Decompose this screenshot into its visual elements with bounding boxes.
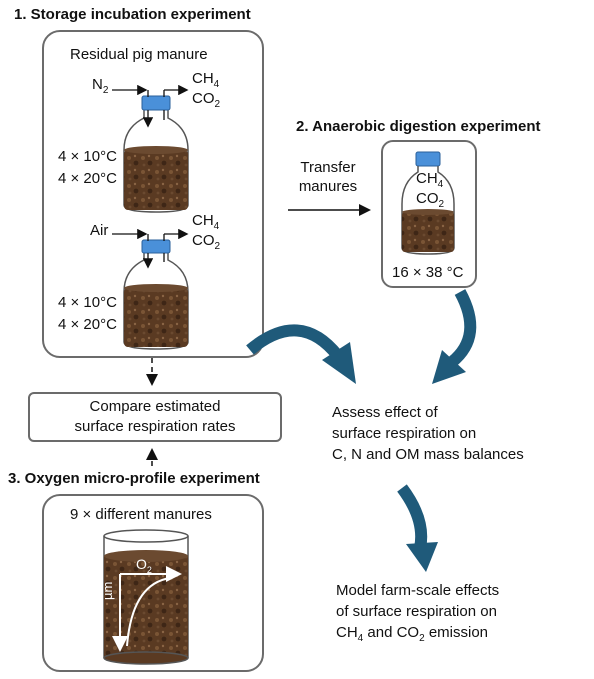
out-ch4-1: CH4 — [192, 70, 220, 90]
digestion-title: 2. Anaerobic digestion experiment — [296, 118, 541, 135]
storage-panel — [42, 30, 264, 358]
cond-20c-2: 4 × 20°C — [58, 316, 117, 333]
profile-panel — [42, 494, 264, 672]
digest-ch4: CH4 — [416, 170, 444, 190]
storage-title: 1. Storage incubation experiment — [14, 6, 251, 23]
bottle-cap-1 — [141, 95, 171, 111]
cond-20c-1: 4 × 20°C — [58, 170, 117, 187]
digestion-bottle — [401, 151, 455, 255]
curved-arrow-3 — [397, 484, 438, 572]
digestion-manure — [402, 212, 454, 252]
out-co2-1: CO2 — [192, 90, 221, 110]
gas-in-n2: N2 — [92, 76, 109, 96]
digest-co2: CO2 — [416, 190, 445, 210]
model-text: Model farm-scale effects of surface resp… — [336, 582, 500, 644]
manures-label: 9 × different manures — [70, 506, 212, 523]
o2-profile-curve — [126, 577, 171, 647]
profile-beaker — [103, 529, 189, 665]
cond-10c-2: 4 × 10°C — [58, 294, 117, 311]
o2-label: O2 — [136, 556, 152, 575]
bottle-2 — [112, 228, 189, 350]
digestion-panel — [381, 140, 477, 288]
curved-arrow-2 — [432, 289, 477, 384]
cond-10c-1: 4 × 10°C — [58, 148, 117, 165]
manure-fill-1 — [124, 150, 188, 210]
digest-condition: 16 × 38 °C — [392, 264, 464, 281]
bottle-1 — [112, 84, 189, 213]
gas-in-air: Air — [90, 222, 109, 239]
manure-fill-2 — [124, 288, 188, 347]
out-ch4-2: CH4 — [192, 212, 220, 232]
bottle-cap-2 — [141, 239, 171, 254]
depth-unit-label: µm — [100, 581, 115, 600]
out-co2-2: CO2 — [192, 232, 221, 252]
profile-title: 3. Oxygen micro-profile experiment — [8, 470, 260, 487]
manure-label: Residual pig manure — [70, 46, 208, 63]
curved-arrow-1 — [246, 324, 356, 384]
digestion-cap — [415, 151, 441, 167]
